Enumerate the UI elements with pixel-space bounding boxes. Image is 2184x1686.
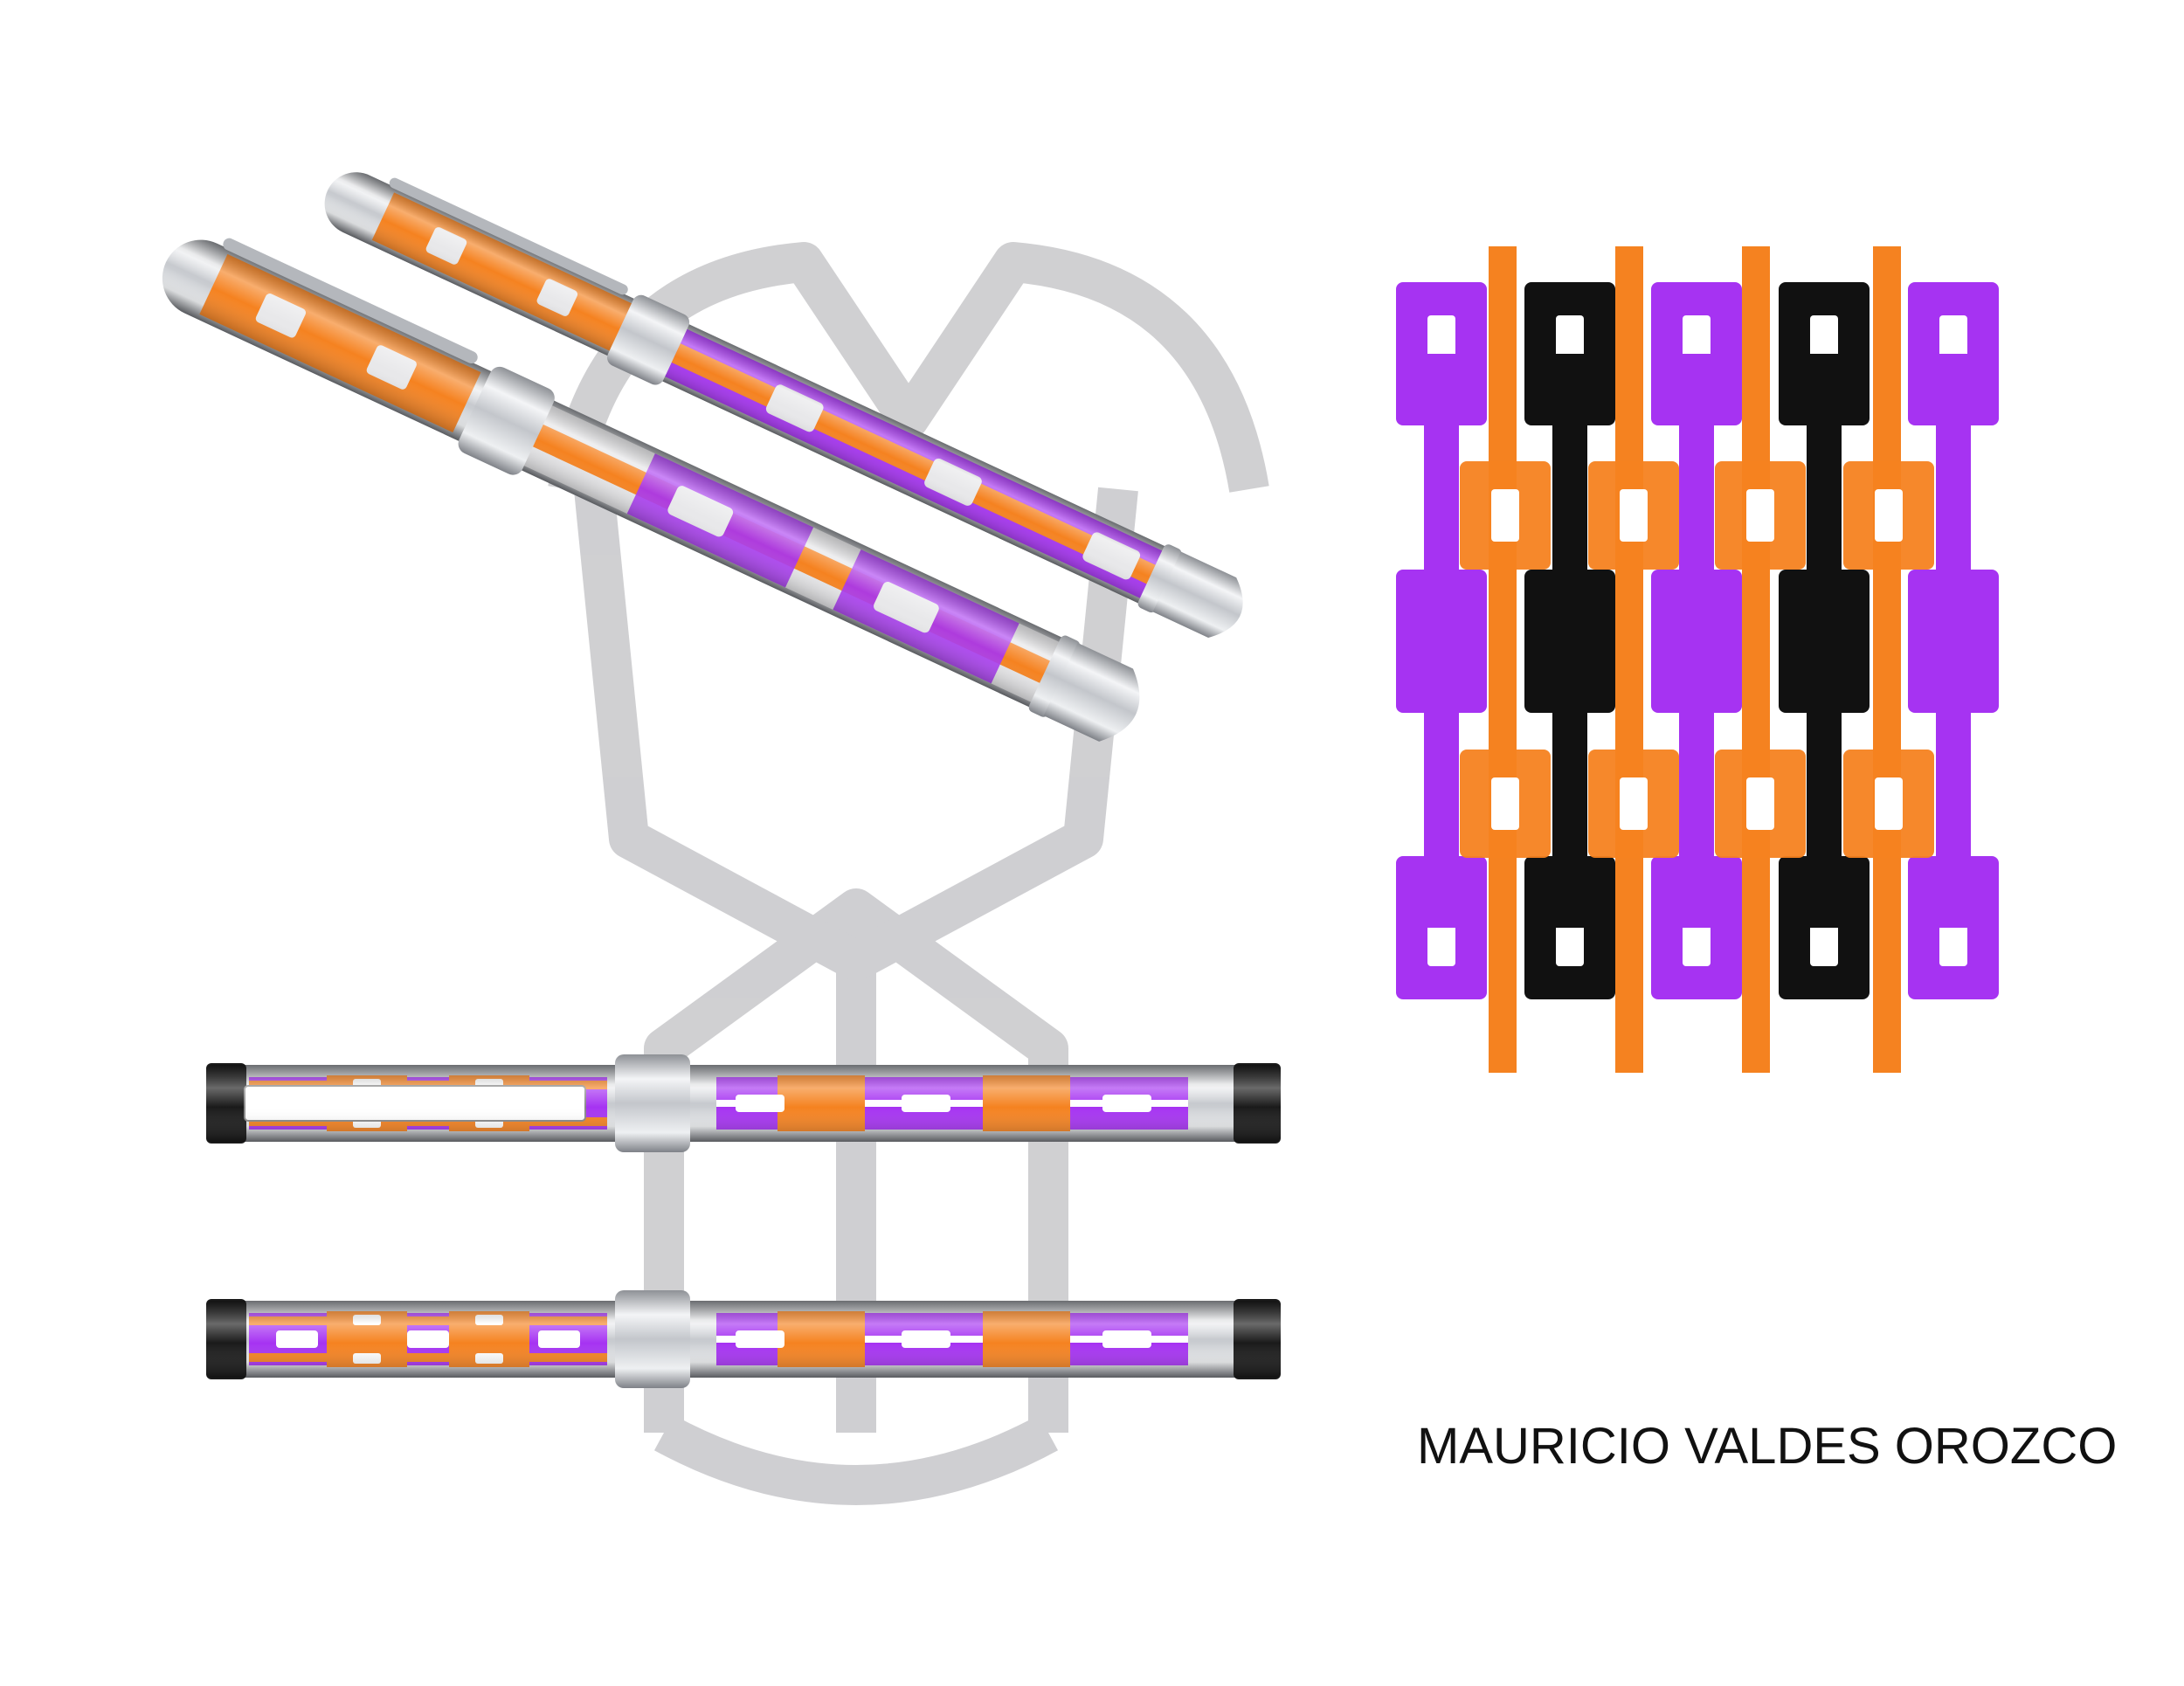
pattern-bar <box>1742 246 1770 1073</box>
interlocking-chain-pattern <box>1396 246 1999 1073</box>
pen-shading <box>206 1301 1281 1378</box>
pattern-link-neck <box>1552 354 1587 928</box>
pattern-small-hole <box>1491 777 1519 830</box>
pen-side-view-bottom <box>206 1290 1281 1388</box>
pattern-link-neck <box>1679 354 1714 928</box>
pattern-link-neck <box>1424 354 1459 928</box>
pattern-small-hole <box>1875 777 1903 830</box>
pen-side-views <box>206 1054 1281 1388</box>
pattern-link-neck <box>1807 354 1842 928</box>
pattern-link-neck <box>1936 354 1971 928</box>
pattern-small-hole <box>1620 777 1648 830</box>
pattern-bar <box>1489 246 1517 1073</box>
pen-shading <box>206 1065 1281 1142</box>
pattern-small-hole <box>1746 489 1774 542</box>
pen-center-ring <box>615 1054 690 1152</box>
pen-side-view-top <box>206 1054 1281 1152</box>
rollerball-pen-perspective <box>324 172 1243 638</box>
pattern-small-hole <box>1620 489 1648 542</box>
pattern-small-hole <box>1746 777 1774 830</box>
pattern-small-hole <box>1491 489 1519 542</box>
pattern-bar <box>1615 246 1643 1073</box>
author-name: MAURICIO VALDES OROZCO <box>1417 1418 2118 1475</box>
pattern-bar <box>1873 246 1901 1073</box>
pen-center-ring <box>615 1290 690 1388</box>
pattern-small-hole <box>1875 489 1903 542</box>
fountain-pen-perspective <box>162 238 1140 742</box>
